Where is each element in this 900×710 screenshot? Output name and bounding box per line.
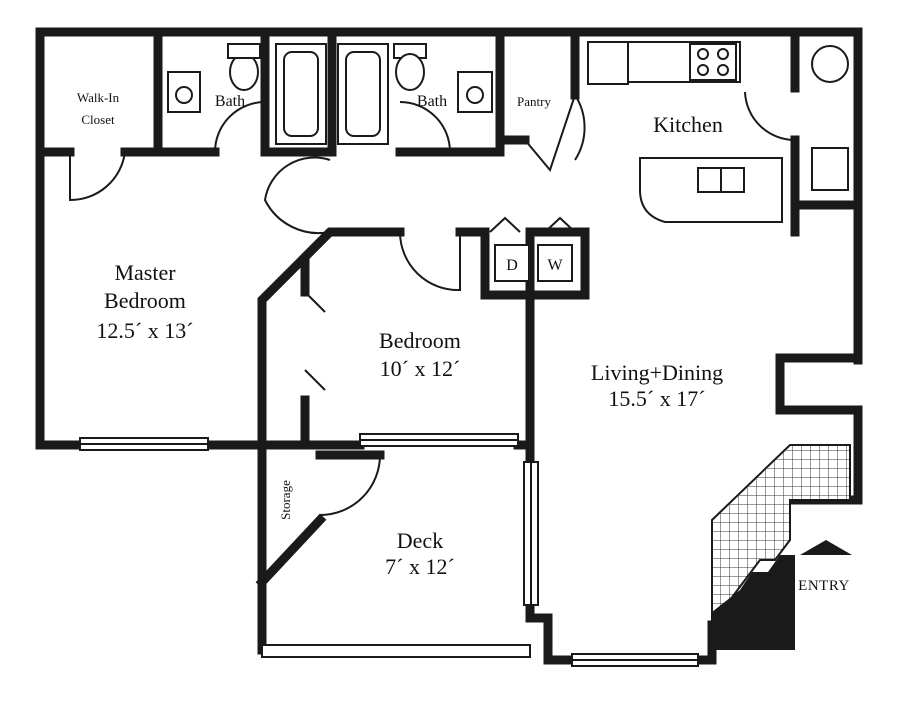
walk-in-closet-label: Walk-In — [77, 90, 120, 105]
entry-label: ENTRY — [798, 578, 850, 594]
kitchen-label: Kitchen — [653, 112, 723, 137]
bedroom-label: Bedroom — [379, 328, 461, 353]
exterior-walls — [35, 27, 863, 665]
dryer-label: D — [506, 257, 518, 274]
bedroom-size: 10´ x 12´ — [380, 356, 461, 381]
master-bedroom-label-2: Bedroom — [104, 288, 186, 313]
bath-left-label: Bath — [215, 93, 245, 110]
master-bedroom-label: Master — [114, 260, 176, 285]
windows — [79, 433, 699, 667]
room-labels: Walk-In Closet Bath Bath Pantry Kitchen … — [77, 90, 850, 594]
dryer — [494, 244, 530, 282]
master-bedroom-size: 12.5´ x 13´ — [96, 318, 193, 343]
entry-area — [711, 444, 852, 650]
deck-size: 7´ x 12´ — [385, 554, 455, 579]
pantry-label: Pantry — [517, 94, 551, 109]
bath-fixtures — [167, 43, 493, 145]
living-dining-size: 15.5´ x 17´ — [608, 386, 705, 411]
entry-arrow-icon — [800, 540, 852, 555]
bath-right-label: Bath — [417, 93, 447, 110]
washer — [537, 244, 573, 282]
kitchen-fixtures — [587, 41, 849, 223]
walk-in-closet-label-2: Closet — [81, 112, 115, 127]
deck-label: Deck — [397, 528, 443, 553]
laundry-closet — [480, 216, 590, 300]
storage-label: Storage — [278, 480, 293, 520]
living-dining-label: Living+Dining — [591, 360, 723, 385]
washer-label: W — [547, 257, 563, 274]
